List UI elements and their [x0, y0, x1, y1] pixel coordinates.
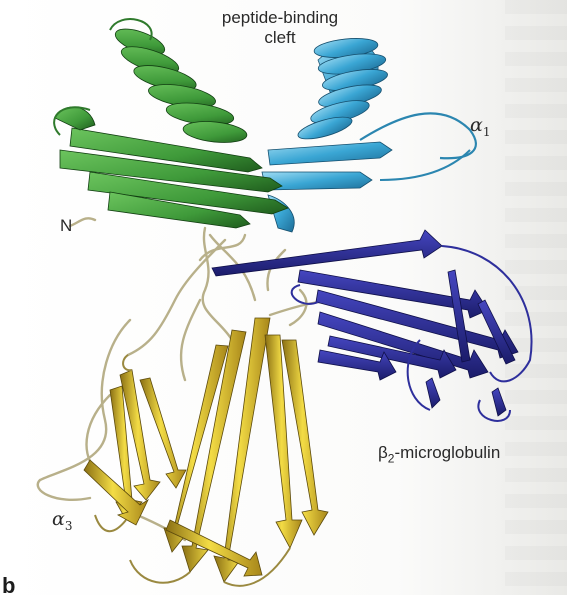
alpha1-label: α1: [470, 116, 490, 138]
alpha3-subscript: 3: [65, 519, 73, 533]
cleft-label-line2: cleft: [200, 28, 360, 48]
alpha3-domain: [84, 318, 328, 582]
alpha1-subscript: 1: [483, 125, 491, 139]
alpha3-label: α3: [52, 510, 72, 532]
cleft-label-line1: peptide-binding: [200, 8, 360, 28]
panel-letter: b: [2, 575, 15, 595]
b2m-symbol: β: [378, 443, 388, 462]
n-terminus-label: N: [60, 217, 72, 234]
beta2-microglobulin-label: β2-microglobulin: [378, 444, 500, 464]
b2m-rest: -microglobulin: [394, 443, 500, 462]
alpha1-symbol: α: [470, 114, 483, 136]
alpha1-domain: [262, 36, 476, 232]
peptide-binding-cleft-label: peptide-binding cleft: [200, 8, 360, 48]
alpha3-symbol: α: [52, 508, 65, 530]
alpha2-domain: [54, 19, 288, 228]
